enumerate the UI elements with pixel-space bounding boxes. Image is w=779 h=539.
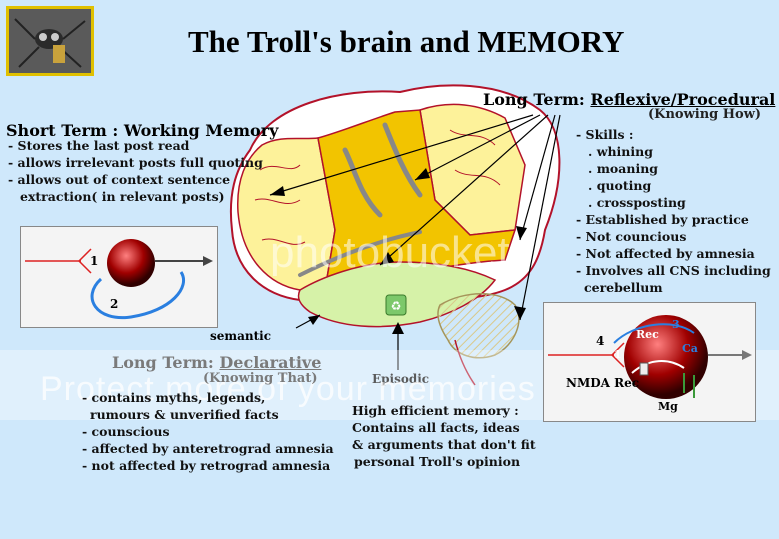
synapse-label-four: 4 (596, 334, 605, 348)
short-term-item: - allows out of context sentence (8, 172, 231, 187)
synapse-label-three: 3 (672, 318, 680, 331)
procedural-subheading: (Knowing How) (648, 107, 762, 122)
procedural-item: - Established by practice (576, 212, 749, 227)
procedural-item: - Not affected by amnesia (576, 246, 755, 261)
loop-label-one: 1 (90, 254, 99, 268)
procedural-item: . moaning (588, 161, 659, 176)
page-title: The Troll's brain and MEMORY (188, 24, 625, 59)
procedural-item: . whining (588, 144, 653, 159)
short-term-item: extraction( in relevant posts) (20, 189, 225, 204)
svg-text:♻: ♻ (391, 299, 402, 313)
procedural-item: . quoting (588, 178, 652, 193)
episodic-note-item: personal Troll's opinion (354, 454, 521, 469)
photobucket-watermark-logo: photobucket (270, 228, 510, 277)
episodic-note-item: & arguments that don't fit (352, 437, 536, 452)
procedural-item: cerebellum (584, 280, 663, 295)
declarative-item: - contains myths, legends, (82, 390, 266, 405)
short-term-item: - allows irrelevant posts full quoting (8, 155, 263, 170)
procedural-title: Reflexive/Procedural (590, 90, 776, 109)
loop-label-two: 2 (110, 297, 119, 311)
magnesium-label: Mg (658, 400, 678, 413)
declarative-subheading: (Knowing That) (203, 371, 318, 386)
synapse-ca-label: Ca (682, 342, 698, 355)
recycle-bin-icon: ♻ (385, 294, 407, 316)
short-term-heading: Short Term : Working Memory (6, 121, 279, 140)
declarative-item: - counscious (82, 424, 170, 439)
synapse-label-one: 1 (614, 348, 622, 361)
troll-logo-image (6, 6, 94, 76)
procedural-item: - Involves all CNS including (576, 263, 771, 278)
declarative-item: rumours & unverified facts (90, 407, 279, 422)
declarative-heading: Long Term: Declarative (112, 353, 321, 372)
procedural-item: - Not councious (576, 229, 687, 244)
episodic-note-item: Contains all facts, ideas (352, 420, 520, 435)
episodic-note-heading: High efficient memory : (352, 403, 519, 418)
procedural-heading: Long Term: Reflexive/Procedural (483, 90, 775, 109)
procedural-item: - Skills : (576, 127, 634, 142)
declarative-item: - affected by anteretrograd amnesia (82, 441, 334, 456)
semantic-label: semantic (210, 329, 271, 343)
working-memory-loop-panel (20, 226, 218, 328)
nmda-receptor-label: NMDA Rec (566, 376, 640, 390)
episodic-label: Episodic (372, 372, 430, 386)
procedural-prefix: Long Term: (483, 90, 585, 109)
short-term-item: - Stores the last post read (8, 138, 190, 153)
declarative-item: - not affected by retrograd amnesia (82, 458, 331, 473)
declarative-title: Declarative (219, 353, 322, 372)
cerebellum (437, 293, 520, 359)
frontal-lobe (237, 137, 336, 291)
declarative-prefix: Long Term: (112, 353, 214, 372)
synapse-rec-label: Rec (636, 328, 659, 341)
procedural-item: . crossposting (588, 195, 686, 210)
synapse-panel (543, 302, 756, 422)
